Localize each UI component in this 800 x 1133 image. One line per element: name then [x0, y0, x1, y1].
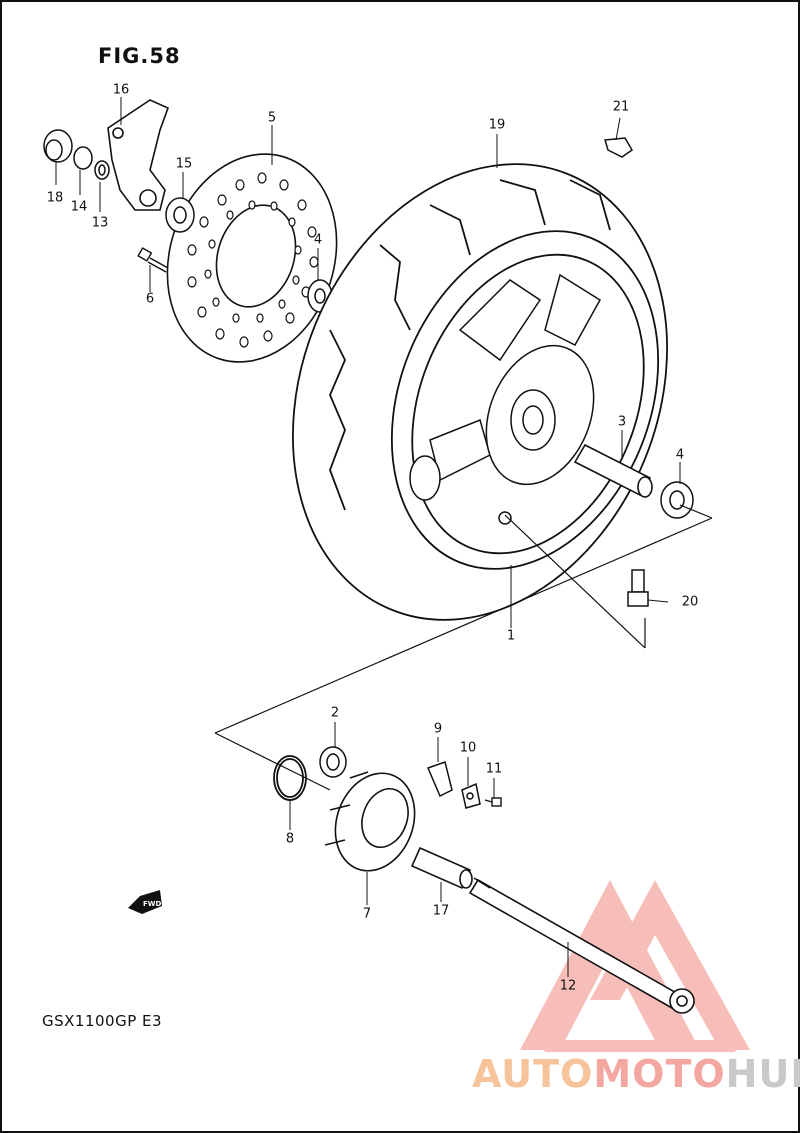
callout-4-upper: 4 — [313, 232, 323, 248]
callout-8: 8 — [285, 831, 295, 847]
callout-7: 7 — [362, 906, 372, 922]
guide-lines — [214, 504, 713, 791]
watermark-logo — [520, 880, 750, 1052]
axle-spacer — [573, 443, 653, 498]
leader-lines — [55, 97, 681, 977]
sprocket-hub — [324, 771, 416, 872]
callout-4-right: 4 — [675, 447, 685, 463]
figure-title: FIG.58 — [98, 44, 181, 68]
watermark-part-hub: HUB — [725, 1052, 800, 1096]
forward-arrow-icon: FWD — [128, 890, 162, 914]
callout-3: 3 — [617, 414, 627, 430]
callout-13: 13 — [91, 215, 109, 231]
retainer-plate — [426, 761, 453, 798]
callout-18: 18 — [46, 190, 64, 206]
callout-16: 16 — [112, 82, 130, 98]
callout-11: 11 — [485, 761, 503, 777]
callout-14: 14 — [70, 199, 88, 215]
wheel-rim — [409, 273, 602, 525]
callout-12: 12 — [559, 978, 577, 994]
rear-axle — [468, 877, 695, 1014]
callout-1: 1 — [506, 628, 516, 644]
callout-6: 6 — [145, 291, 155, 307]
small-parts-left — [43, 129, 195, 233]
brake-disc — [166, 153, 338, 363]
lock-plate — [461, 782, 481, 809]
callout-10: 10 — [459, 740, 477, 756]
axle-spacer-long — [410, 846, 473, 890]
callout-19: 19 — [488, 117, 506, 133]
model-code: GSX1100GP E3 — [42, 1012, 163, 1030]
callout-9: 9 — [433, 721, 443, 737]
callout-21: 21 — [612, 99, 630, 115]
o-ring — [273, 755, 307, 801]
clip — [604, 137, 633, 158]
watermark-text: AUTOMOTOHUB — [472, 1052, 800, 1096]
watermark-part-moto: MOTO — [593, 1052, 726, 1096]
disc-bolt — [137, 247, 169, 273]
watermark-part-auto: AUTO — [472, 1052, 594, 1096]
bearing-right — [660, 481, 694, 519]
callout-2: 2 — [330, 705, 340, 721]
callout-17: 17 — [432, 903, 450, 919]
small-screw — [484, 797, 502, 807]
tire-valve — [627, 569, 649, 607]
callout-20: 20 — [681, 594, 699, 610]
hub-bearing — [319, 746, 347, 778]
callout-5: 5 — [267, 110, 277, 126]
caliper-bracket — [107, 99, 170, 211]
fwd-label: FWD — [143, 900, 162, 908]
callout-15: 15 — [175, 156, 193, 172]
